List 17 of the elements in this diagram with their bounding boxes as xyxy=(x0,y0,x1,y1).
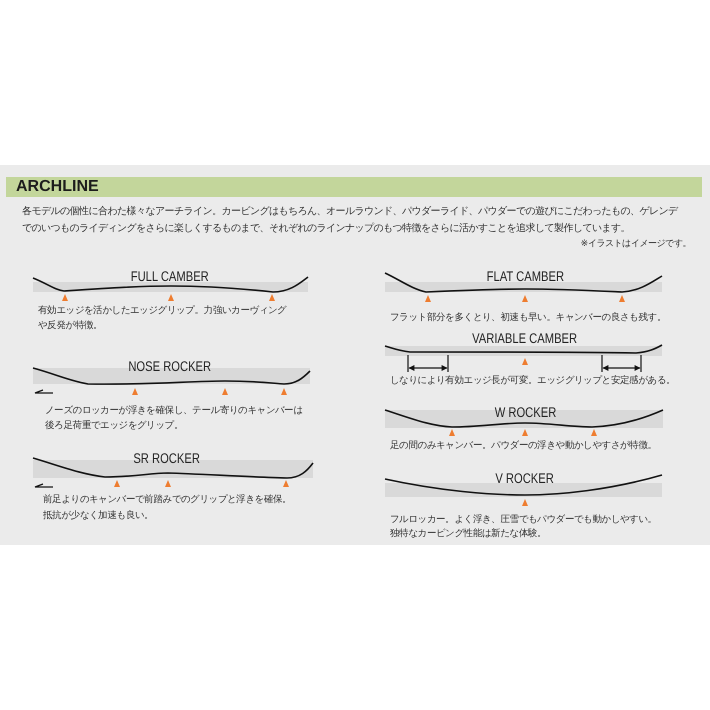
profile-title: SR ROCKER xyxy=(134,450,200,466)
profile-description: 足の間のみキャンバー。パウダーの浮きや動かしやすさが特徴。 xyxy=(390,439,657,453)
profile-title: V ROCKER xyxy=(496,470,554,486)
section-heading: ARCHLINE xyxy=(16,177,99,197)
profile-title: VARIABLE CAMBER xyxy=(472,330,578,346)
profile-title: W ROCKER xyxy=(494,404,556,420)
profile-description: フルロッカー。よく浮き、圧雪でもパウダーでも動かしやすい。独特なカービング性能は新たな体験。 xyxy=(390,513,658,541)
intro-paragraph: 各モデルの個性に合わた様々なアーチライン。カービングはもちろん、オールラウンド、パウダーライド、パウダーでの遊びにこだわったもの、ゲレンデでのいつものライディングをさらに楽しくするものまで、それぞれのラインナップのもつ特徴をさらに活かすことを追求して製作しています。 xyxy=(22,204,680,236)
profile-title: FULL CAMBER xyxy=(130,268,209,284)
note-text: ※イラストはイメージです。 xyxy=(580,238,691,250)
profile-description: しなりにより有効エッジ長が可変。エッジグリップと安定感がある。 xyxy=(390,374,676,388)
profile-title: NOSE ROCKER xyxy=(128,358,212,374)
profile-description: 前足よりのキャンバーで前踏みでのグリップと浮きを確保。抵抗が少なく加速も良い。 xyxy=(43,493,292,523)
profile-description: 有効エッジを活かしたエッジグリップ。力強いカーヴィングや反発が特徴。 xyxy=(38,304,288,332)
profile-description: ノーズのロッカーが浮きを確保し、テール寄りのキャンバーは後ろ足荷重でエッジをグリップ。 xyxy=(45,404,304,432)
profile-title: FLAT CAMBER xyxy=(486,268,564,284)
profile-description: フラット部分を多くとり、初速も早い。キャンバーの良さも残す。 xyxy=(390,310,666,324)
